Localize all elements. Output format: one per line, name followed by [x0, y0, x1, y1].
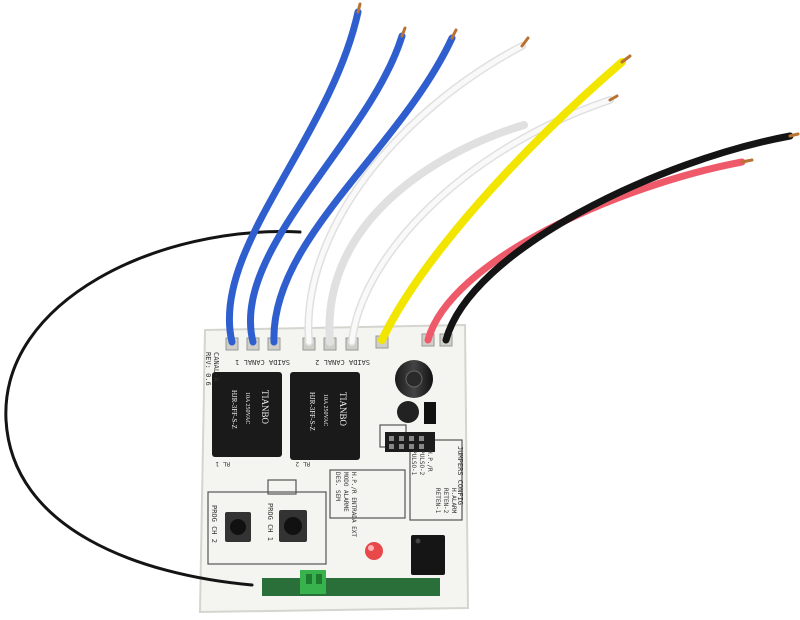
- jumper-rows: PULSO-1 PULSO-2 H.P./R RETEN-1 RETEN-2 H…: [410, 450, 457, 514]
- wire-yellow: [378, 58, 626, 344]
- jumper-header: [385, 432, 435, 452]
- relay-2-rating: 10A 250VAC: [322, 394, 328, 426]
- board-revision-label: REV: 0.6: [204, 352, 212, 386]
- jumper-row: H.ALARM: [450, 488, 457, 514]
- relay-1-rating: 10A 250VAC: [244, 392, 250, 424]
- status-led: [365, 542, 383, 560]
- mode-rows: MODO ALARME DES. SEM H.P./R ENTRADA EXT: [334, 472, 357, 537]
- wires: [4, 8, 794, 587]
- jumpers-title: JUMPERS CONFIG: [456, 446, 464, 505]
- jumper-row: H.P./R: [426, 450, 433, 472]
- mode-row: H.P./R ENTRADA EXT: [350, 472, 357, 537]
- jumper-row: RETEN-1: [434, 488, 441, 514]
- voltage-regulator: [424, 402, 436, 424]
- relay-1: TIANBO HJR-3FF-S-Z 10A 250VAC: [212, 372, 282, 457]
- board-model-label: CANAL-A: [212, 352, 220, 382]
- prog-ch2-label: PROG CH 2: [210, 505, 218, 543]
- wire-blue: [247, 32, 406, 346]
- antenna-wire: [4, 230, 302, 587]
- rf-module: [262, 570, 440, 596]
- relay-2-brand: TIANBO: [338, 392, 348, 426]
- relay-1-silk: RL 1: [215, 460, 230, 467]
- prog-ch1-button: [279, 510, 307, 542]
- capacitor-small: [397, 401, 419, 423]
- wire-white: [305, 43, 525, 345]
- wire-tips: [356, 2, 800, 164]
- prog-ch1-label: PROG CH 1: [266, 503, 274, 541]
- relay-1-brand: TIANBO: [260, 390, 270, 424]
- output-label-2: SAIDA CANAL 2: [315, 358, 370, 366]
- silkscreen-outlines: [207, 424, 463, 565]
- output-label-1: SAIDA CANAL 1: [235, 358, 290, 366]
- jumper-row: RETEN-2: [442, 488, 449, 514]
- prog-ch2-button: [225, 512, 251, 542]
- relay-1-model: HJR-3FF-S-Z: [230, 390, 238, 429]
- relay-2-silk: RL 2: [295, 460, 310, 467]
- wire-blue: [270, 34, 456, 346]
- relay-2-model: HJR-3FF-S-Z: [308, 392, 316, 431]
- jumper-row: PULSO-2: [418, 450, 425, 476]
- capacitor-large: [395, 360, 433, 398]
- wire-white: [325, 121, 528, 346]
- jumper-row: PULSO-1: [410, 450, 417, 476]
- wire-black: [442, 132, 794, 344]
- ic-chip: [411, 535, 445, 575]
- wire-red: [424, 158, 746, 344]
- mode-row: DES. SEM: [334, 472, 341, 501]
- mode-row: MODO ALARME: [342, 472, 349, 512]
- wire-blue: [225, 8, 362, 346]
- relay-2: TIANBO HJR-3FF-S-Z 10A 250VAC: [290, 372, 360, 460]
